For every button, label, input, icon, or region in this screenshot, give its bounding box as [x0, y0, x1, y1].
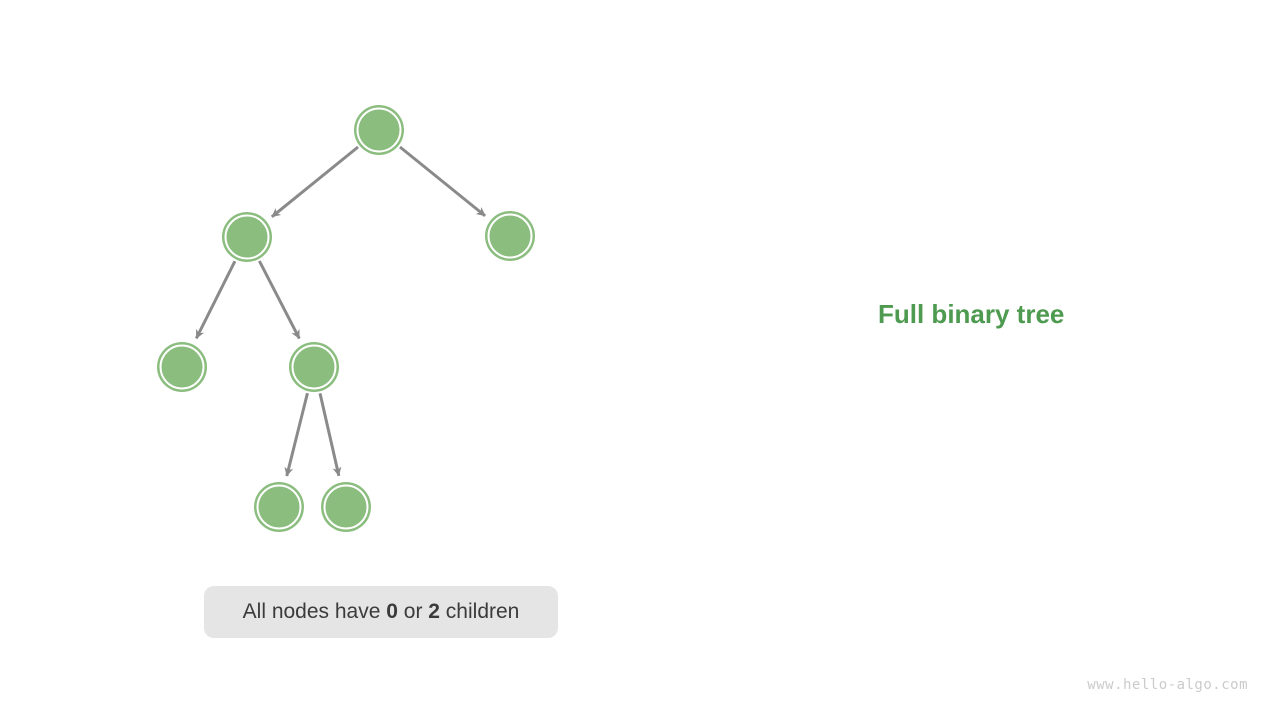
caption-text-middle: or	[397, 600, 429, 623]
tree-nodes	[157, 105, 535, 532]
caption-bold-two: 2	[428, 600, 440, 623]
tree-edge-left-right-to-left-right-right	[318, 392, 342, 477]
tree-node-root	[354, 105, 404, 155]
caption-text-suffix: children	[439, 600, 520, 623]
tree-edge-root-to-left	[270, 145, 359, 219]
tree-edge-root-to-right	[399, 145, 487, 218]
tree-edge-left-right-to-left-right-left	[284, 392, 309, 477]
caption-text-prefix: All nodes have	[242, 600, 387, 623]
watermark: www.hello-algo.com	[1087, 677, 1248, 693]
tree-edge-left-to-left-right	[258, 260, 301, 340]
tree-edges	[194, 145, 487, 477]
tree-edge-left-to-left-left	[194, 260, 237, 340]
tree-node-left-right-right	[321, 482, 371, 532]
caption-bold-zero: 0	[386, 600, 398, 623]
tree-node-right	[485, 211, 535, 261]
diagram-title: Full binary tree	[878, 299, 1065, 329]
tree-node-left-right	[289, 342, 339, 392]
tree-node-left-left	[157, 342, 207, 392]
tree-node-left	[222, 212, 272, 262]
tree-node-left-right-left	[254, 482, 304, 532]
caption-box: All nodes have 0 or 2 children	[204, 586, 558, 638]
